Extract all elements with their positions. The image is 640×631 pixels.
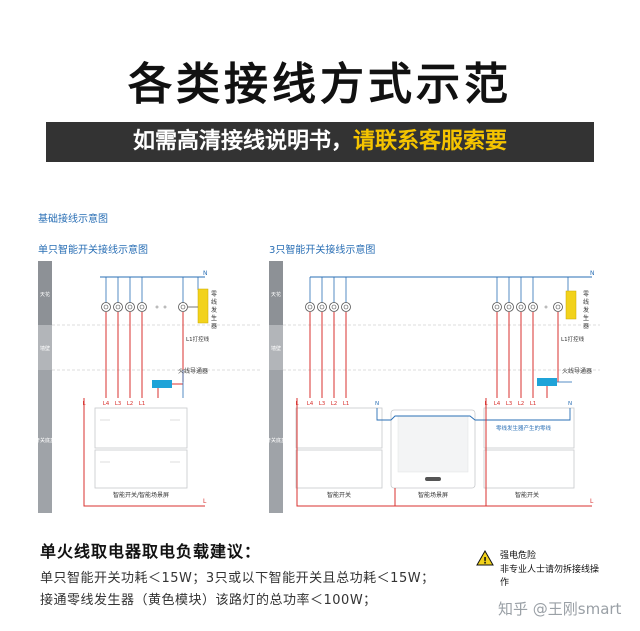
svg-text:L1: L1 [139, 401, 146, 407]
svg-text:L1: L1 [530, 401, 537, 407]
banner-text: 如需高清接线说明书， [132, 129, 353, 154]
contact-banner: 如需高清接线说明书，请联系客服索要 [46, 122, 594, 162]
svg-text:零: 零 [211, 291, 217, 298]
svg-text:L2: L2 [331, 401, 338, 407]
svg-text:N: N [590, 270, 595, 277]
lamp-icon [504, 302, 514, 312]
smart-switch-panel [295, 407, 383, 449]
svg-text:L3: L3 [115, 401, 122, 407]
svg-text:智能场景屏: 智能场景屏 [418, 491, 448, 499]
svg-text:L: L [590, 498, 594, 505]
lamp-icon [178, 302, 188, 312]
svg-text:N: N [375, 401, 379, 407]
svg-text:L3: L3 [319, 401, 326, 407]
svg-text:开关底盒: 开关底盒 [266, 437, 286, 444]
fire-line-guide [537, 378, 557, 386]
lamp-icon [329, 302, 339, 312]
svg-text:火线导通器: 火线导通器 [562, 367, 592, 375]
svg-text:N: N [568, 401, 572, 407]
svg-text:L4: L4 [494, 401, 501, 407]
smart-switch-panel [94, 407, 188, 449]
svg-text:生: 生 [211, 314, 217, 322]
zero-line-generator [197, 288, 209, 324]
zone-wall-label: 墙壁 [40, 345, 50, 352]
svg-text:线: 线 [211, 298, 217, 306]
lamp-icon [317, 302, 327, 312]
svg-text:L4: L4 [103, 401, 110, 407]
left-L-label: L [203, 498, 207, 505]
right-diagram-title: 3只智能开关接线示意图 [269, 245, 376, 256]
svg-text:L3: L3 [506, 401, 513, 407]
svg-text:发: 发 [583, 306, 589, 314]
left-fire-guide-label: 火线导通器 [178, 367, 208, 375]
watermark: 知乎 @王刚smart [498, 600, 622, 618]
left-diagram: 天花 墙壁 开关底盒 N 零 线 发 生 器 [35, 261, 260, 513]
zone-wall [38, 325, 52, 370]
lamp-icon [516, 302, 526, 312]
warning-title: 强电危险 [500, 551, 537, 561]
svg-text:发: 发 [211, 306, 217, 314]
zone-box-label: 开关底盒 [35, 437, 55, 444]
svg-text:器: 器 [583, 323, 589, 330]
svg-text:智能开关: 智能开关 [515, 491, 539, 499]
lamp-icon [101, 302, 111, 312]
zone-ceiling-label: 天花 [40, 291, 50, 298]
svg-text:墙壁: 墙壁 [271, 345, 281, 352]
svg-text:L2: L2 [518, 401, 525, 407]
svg-text:L1打控线: L1打控线 [561, 335, 585, 343]
left-N-label: N [203, 270, 208, 277]
svg-text:零: 零 [583, 291, 589, 298]
zero-line-note: 零线发生器产生的零线 [496, 424, 552, 432]
section-title: 基础接线示意图 [38, 214, 108, 225]
zone-switch-box [38, 370, 52, 513]
left-device-label: 智能开关/智能场景屏 [113, 491, 169, 499]
advice-line-1: 单只智能开关功耗＜15W；3只或以下智能开关且总功耗＜15W； [40, 571, 435, 586]
advice-line-2: 接通零线发生器（黄色模块）该路灯的总功率＜100W； [40, 593, 377, 608]
lamp-icon [113, 302, 123, 312]
right-diagram: 天花 墙壁 开关底盒 N [266, 261, 600, 513]
lamp-icon [492, 302, 502, 312]
lamp-icon [528, 302, 538, 312]
fire-line-guide [152, 380, 172, 388]
page-title: 各类接线方式示范 [128, 59, 512, 110]
svg-text:L1: L1 [343, 401, 350, 407]
lamp-icon [305, 302, 315, 312]
svg-text:智能开关: 智能开关 [327, 491, 351, 499]
lamp-icon [553, 302, 563, 312]
banner-highlight: 请联系客服索要 [353, 129, 508, 154]
svg-text:生: 生 [583, 314, 589, 322]
lamp-icon [137, 302, 147, 312]
svg-text:L4: L4 [307, 401, 314, 407]
smart-switch-panel [483, 407, 575, 449]
lamp-icon [125, 302, 135, 312]
svg-text:L2: L2 [127, 401, 134, 407]
advice-heading: 单火线取电器取电负载建议： [40, 542, 262, 561]
left-diagram-title: 单只智能开关接线示意图 [38, 245, 148, 256]
zone-ceiling [38, 261, 52, 325]
svg-text:天花: 天花 [271, 291, 281, 298]
svg-text:线: 线 [583, 298, 589, 306]
lamp-icon [341, 302, 351, 312]
warning-text: 非专业人士请勿拆接线操作 [500, 565, 600, 588]
svg-text:!: ! [483, 557, 487, 567]
svg-text:器: 器 [211, 323, 217, 330]
zero-line-generator [565, 290, 577, 320]
warning-triangle-icon: ! [476, 550, 494, 566]
left-l1-lamp-line: L1打控线 [186, 335, 210, 343]
